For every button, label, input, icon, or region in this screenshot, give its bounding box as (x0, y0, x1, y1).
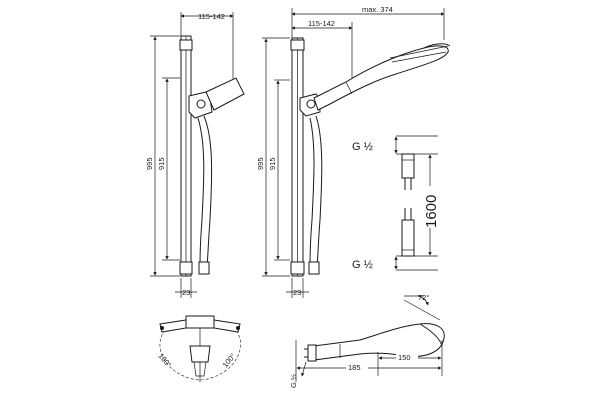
swivel-left-angle-label: 100° (156, 352, 173, 370)
left-total-height-label: 995 (145, 157, 154, 170)
hose-detail: G ½ G ½ 1600 (352, 135, 440, 271)
left-mid-height-label: 915 (157, 157, 166, 170)
center-total-height-label: 995 (256, 157, 265, 170)
hose-length-label: 1600 (423, 195, 440, 228)
left-bar-width-label: 23 (182, 288, 190, 297)
center-top-width-label: 115-142 (308, 19, 335, 28)
head-length-outer-label: 185 (348, 363, 361, 372)
swivel-right-angle-label: 100° (221, 352, 238, 370)
holder-swivel-view: 100° 100° (156, 315, 241, 382)
center-max-width-label: max. 374 (362, 5, 393, 14)
head-thread-label: G ½ (289, 373, 298, 388)
center-rail-view: max. 374 115-142 995 915 (256, 5, 451, 298)
center-bar-width-label: 23 (293, 288, 301, 297)
hose-thread-bottom-label: G ½ (352, 259, 373, 271)
head-length-inner-label: 150 (398, 353, 411, 362)
center-mid-height-label: 915 (268, 157, 277, 170)
hand-shower-side-view: 72° 150 185 G ½ (289, 293, 445, 388)
left-top-width-label: 115-142 (198, 12, 225, 21)
spray-angle-label: 72° (418, 293, 429, 302)
hose-thread-top-label: G ½ (352, 141, 373, 153)
left-rail-view: 115-142 995 915 23 (145, 12, 245, 298)
